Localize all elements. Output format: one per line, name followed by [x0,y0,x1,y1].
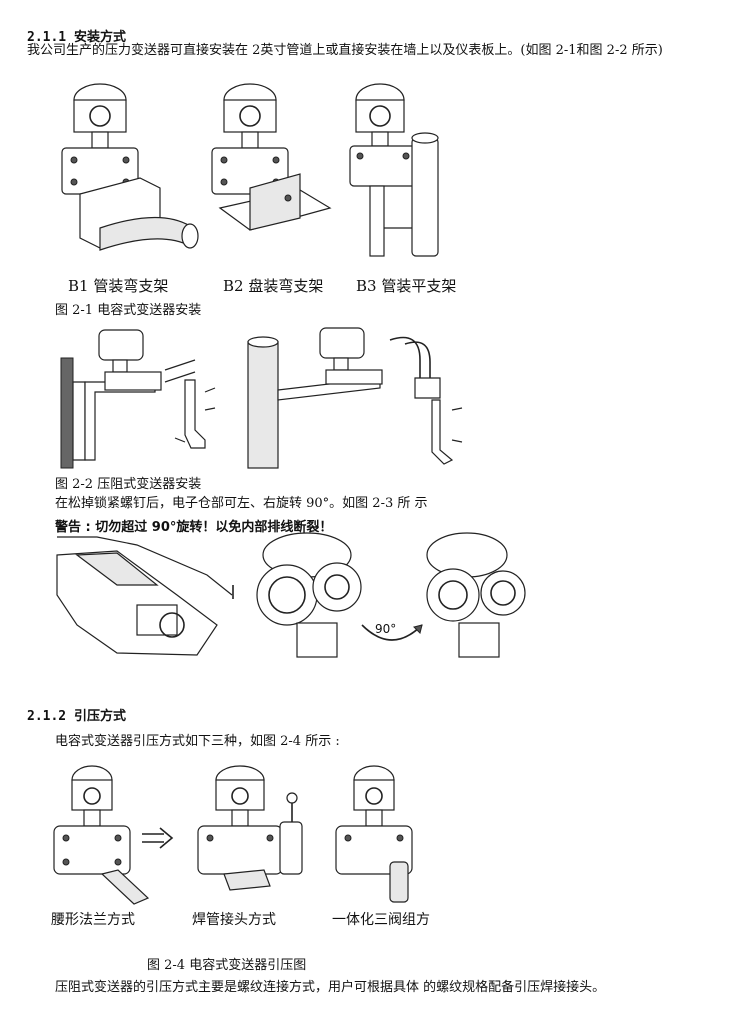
transmitter-b1-drawing [61,83,199,251]
wall-mount-drawing [60,329,216,469]
figure-2-1-drawings [61,83,439,257]
oval-flange-drawing [53,765,150,905]
figure-2-2-caption: 图 2-2 压阻式变送器安装 [55,477,202,492]
transmitter-b3-drawing [349,83,439,257]
figure-2-4-drawings [53,765,413,905]
transmitter-b2-drawing [211,83,332,231]
rotation-paragraph: 在松掉锁紧螺钉后，电子仓部可左、右旋转 90°。如图 2-3 所 示 [55,496,428,511]
figure-2-1-label-b3: B3 管装平支架 [356,277,457,295]
rotation-angle-label: 90° [375,622,397,636]
figure-2-1-label-b1: B1 管装弯支架 [68,277,169,295]
weld-joint-drawing [197,765,303,891]
integral-valve-drawing [335,765,413,903]
section-heading-pressure: 2.1.2 引压方式 [27,709,126,724]
lock-screw-closeup-drawing [56,536,234,656]
double-arrow-icon [142,827,174,849]
figure-2-4-caption: 图 2-4 电容式变送器引压图 [147,958,307,973]
figure-2-3-drawings [56,532,526,658]
section-heading-install: 2.1.1 安装方式 [27,30,126,45]
install-paragraph: 我公司生产的压力变送器可直接安装在 2英寸管道上或直接安装在墙上以及仪表板上。(… [27,43,663,58]
figure-2-2-drawings [60,327,463,469]
rotation-arrow-icon [361,624,423,641]
pressure-intro: 电容式变送器引压方式如下三种，如图 2-4 所示 : [55,734,340,749]
transmitter-before-rotation-drawing [256,532,362,658]
pressure-closing-paragraph: 压阻式变送器的引压方式主要是螺纹连接方式，用户可根据具体 的螺纹规格配备引压焊接… [55,980,606,995]
rotation-warning: 警告 : 切勿超过 90°旋转！以免内部排线断裂！ [55,520,333,535]
figure-2-4-label-integral-valve: 一体化三阀组方 [332,912,430,928]
figure-2-4-label-weld-joint: 焊管接头方式 [192,912,276,928]
figure-2-1-label-b2: B2 盘装弯支架 [223,277,324,295]
figure-2-4-label-oval-flange: 腰形法兰方式 [51,912,135,928]
figure-2-1-caption: 图 2-1 电容式变送器安装 [55,303,202,318]
pipe-mount-drawing [247,327,463,469]
transmitter-after-rotation-drawing [426,532,526,658]
